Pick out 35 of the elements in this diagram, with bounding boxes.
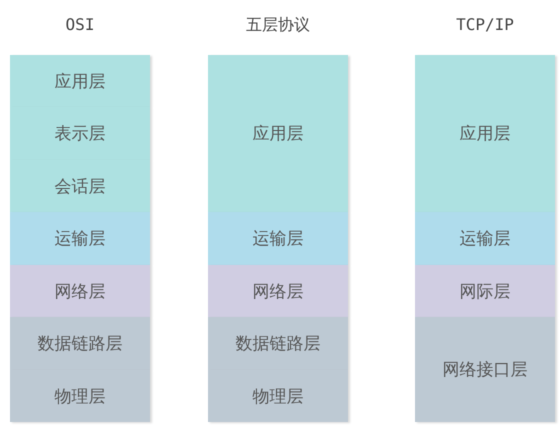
layer-block xyxy=(415,317,555,422)
layer-block xyxy=(415,212,555,265)
layer-name: 网络层 xyxy=(252,280,304,302)
layer-name: 应用层 xyxy=(460,123,510,145)
layer-name: 数据链路层 xyxy=(38,333,122,355)
layer-name: 运输层 xyxy=(54,228,106,250)
layer-block xyxy=(208,212,348,265)
layer-name: 物理层 xyxy=(252,386,304,408)
layer-name: 网络层 xyxy=(54,280,106,302)
layer-block xyxy=(10,212,150,265)
layer-block xyxy=(10,107,150,160)
layer-name: 运输层 xyxy=(460,228,510,250)
layer-name: 应用层 xyxy=(54,70,106,92)
layer-block xyxy=(10,265,150,317)
layer-name: 应用层 xyxy=(252,123,304,145)
layer-block xyxy=(208,370,348,422)
layer-name: 网际层 xyxy=(460,280,510,302)
layer-name: 运输层 xyxy=(252,228,304,250)
layer-block xyxy=(10,317,150,370)
layer-name: 数据链路层 xyxy=(236,333,320,355)
layer-block xyxy=(10,55,150,107)
column-heading: 五层协议 xyxy=(245,14,311,36)
layer-block xyxy=(415,55,555,212)
column-heading: TCP/IP xyxy=(455,14,515,36)
layer-name: 会话层 xyxy=(54,176,106,198)
column-heading: OSI xyxy=(64,14,96,36)
layer-name: 网络接口层 xyxy=(442,359,528,381)
layer-block xyxy=(10,160,150,212)
layer-block xyxy=(208,55,348,212)
layer-block xyxy=(208,317,348,370)
layer-block xyxy=(415,265,555,317)
layer-name: 表示层 xyxy=(54,123,106,145)
layer-block xyxy=(208,265,348,317)
layer-block xyxy=(10,370,150,422)
layer-name: 物理层 xyxy=(54,386,106,408)
